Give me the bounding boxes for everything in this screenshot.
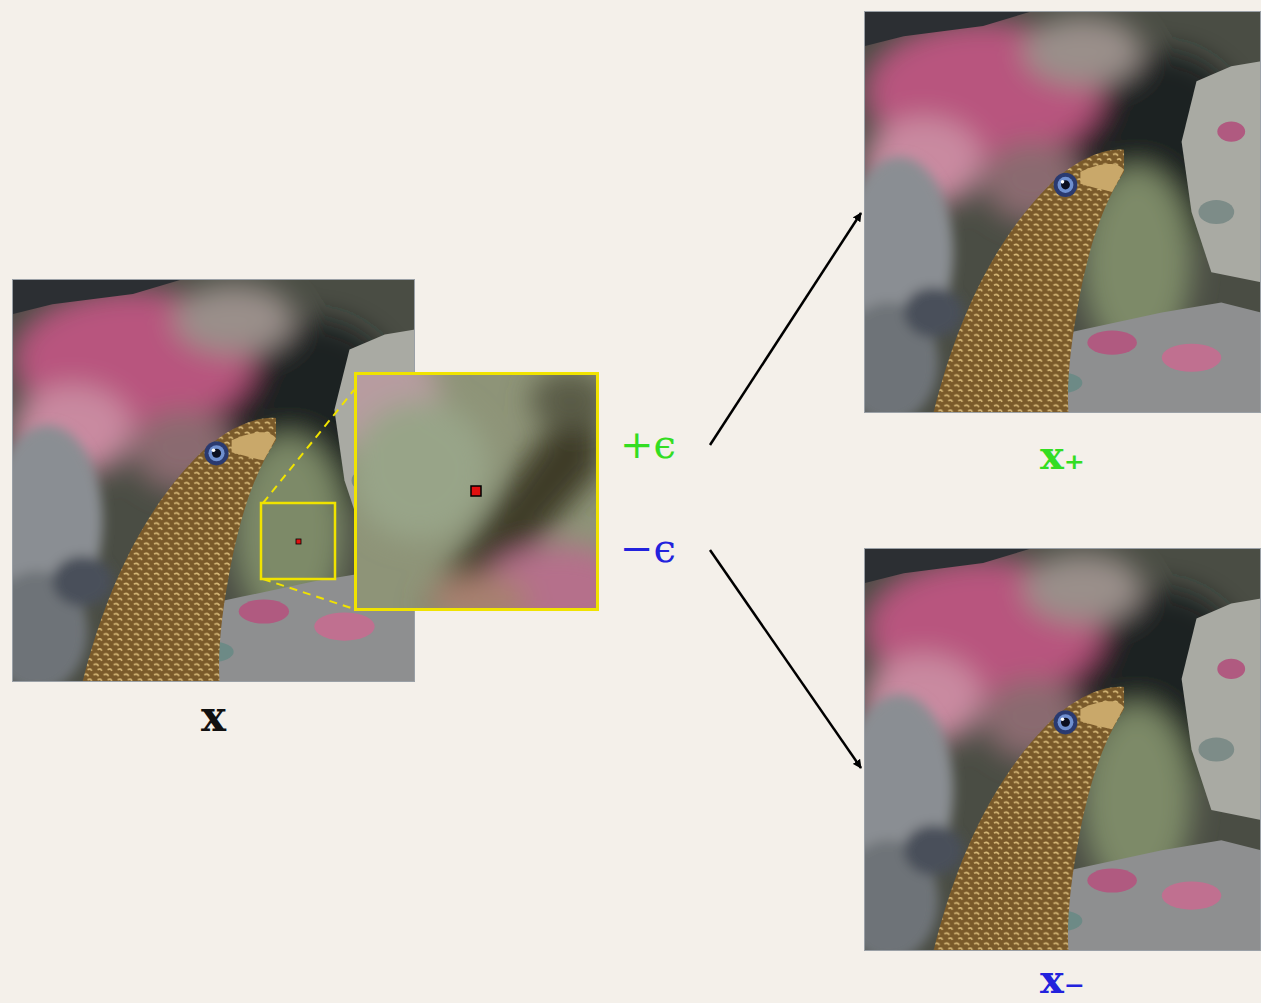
- arrow-connector: [710, 550, 861, 768]
- image-panel: x: [12, 279, 415, 738]
- image-panel: x₊: [864, 11, 1261, 475]
- eel-photo: [864, 11, 1261, 413]
- image-label: x₋: [864, 959, 1261, 999]
- eel-photo: [12, 279, 415, 682]
- perturbation-label: −ϵ: [620, 528, 676, 568]
- pixel-marker: [471, 486, 481, 496]
- image-panel: x₋: [864, 548, 1261, 999]
- arrow-connector: [710, 213, 861, 445]
- image-label: x: [12, 696, 415, 738]
- image-label: x₊: [864, 435, 1261, 475]
- eel-photo: [864, 548, 1261, 951]
- perturbation-label: +ϵ: [620, 424, 676, 464]
